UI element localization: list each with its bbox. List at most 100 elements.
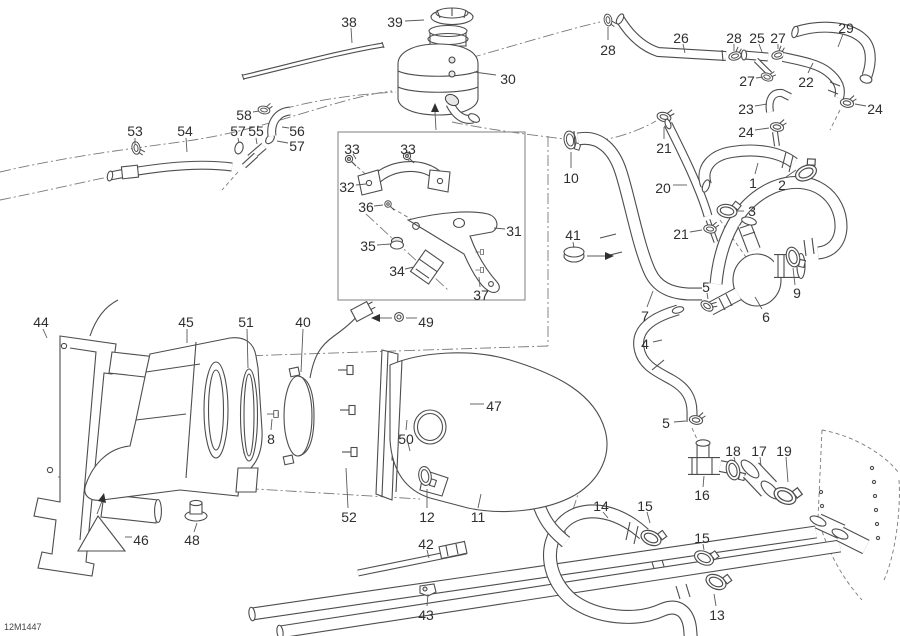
callout-15-44: 15 xyxy=(637,498,653,514)
grommet-35 xyxy=(389,236,405,250)
callout-23-11: 23 xyxy=(738,101,754,117)
detail-inset-box xyxy=(337,131,526,301)
callout-leader-24 xyxy=(754,127,770,131)
callout-24-13: 24 xyxy=(867,101,883,117)
callout-4-26: 4 xyxy=(641,336,649,352)
callout-leader-19 xyxy=(785,456,789,483)
callout-22-9: 22 xyxy=(798,74,814,90)
elbow-56 xyxy=(267,106,291,137)
callout-leader-21 xyxy=(689,229,703,233)
sensor-34 xyxy=(409,249,445,285)
callout-20-16: 20 xyxy=(655,180,671,196)
foam-wedge-46 xyxy=(77,515,127,552)
fan-motor xyxy=(282,300,376,466)
callout-2-18: 2 xyxy=(778,177,786,193)
hose-4 xyxy=(633,304,698,422)
callout-56-55: 56 xyxy=(289,123,305,139)
callout-leader-58 xyxy=(252,110,260,113)
callout-leader-48 xyxy=(193,522,198,533)
fan-wire-connector xyxy=(350,300,376,323)
callout-leader-34 xyxy=(404,266,415,270)
callout-50-35: 50 xyxy=(398,431,414,447)
callout-leader-50 xyxy=(405,419,408,431)
callout-57-56: 57 xyxy=(289,138,305,154)
hose-29 xyxy=(791,21,876,84)
callout-leader-41 xyxy=(572,241,575,249)
callout-34-64: 34 xyxy=(389,263,405,279)
callout-leader-30 xyxy=(473,71,497,76)
callout-24-12: 24 xyxy=(738,124,754,140)
callout-11-38: 11 xyxy=(471,509,486,525)
callout-45-29: 45 xyxy=(178,314,194,330)
callout-leader-54 xyxy=(185,137,188,153)
callout-46-41: 46 xyxy=(133,532,149,548)
callout-leader-23 xyxy=(754,103,768,107)
callout-26-4: 26 xyxy=(673,30,689,46)
callout-51-30: 51 xyxy=(238,314,254,330)
callout-48-42: 48 xyxy=(184,532,200,548)
callout-leader-51 xyxy=(246,328,249,369)
callout-leader-38 xyxy=(350,27,353,44)
strap-bracket-32 xyxy=(357,161,451,196)
callout-25-6: 25 xyxy=(749,30,765,46)
callout-leader-8 xyxy=(270,418,273,431)
callout-leader-57 xyxy=(276,140,289,144)
callout-12-37: 12 xyxy=(419,509,435,525)
callout-49-32: 49 xyxy=(418,314,434,330)
callout-leader-4 xyxy=(652,339,663,343)
callout-44-28: 44 xyxy=(33,314,49,330)
return-loop-hose xyxy=(709,176,848,285)
vent-tube-38 xyxy=(241,41,385,81)
callout-leader-39 xyxy=(404,19,425,22)
callout-leader-52 xyxy=(345,467,349,509)
callout-21-14: 21 xyxy=(656,140,672,156)
callout-leader-25 xyxy=(758,43,763,53)
callout-leader-26 xyxy=(682,43,686,54)
callout-16-46: 16 xyxy=(694,487,710,503)
callout-37-65: 37 xyxy=(473,287,489,303)
assembly-arrow-49 xyxy=(371,314,392,322)
screw-8 xyxy=(266,410,279,418)
callout-leader-5 xyxy=(706,292,709,300)
callout-36-61: 36 xyxy=(358,199,374,215)
callout-1-17: 1 xyxy=(749,175,757,191)
callout-30-2: 30 xyxy=(500,71,516,87)
callout-leader-1 xyxy=(754,162,759,175)
callout-35-63: 35 xyxy=(360,238,376,254)
assembly-arrow-46 xyxy=(96,493,106,515)
gasket-ring xyxy=(239,368,259,462)
callout-47-34: 47 xyxy=(486,398,502,414)
callout-7-22: 7 xyxy=(641,308,649,324)
support-bracket-31 xyxy=(406,211,500,293)
callout-leader-13 xyxy=(713,593,717,607)
callout-leader-29 xyxy=(837,33,844,48)
panel-tube-stub-b xyxy=(831,526,870,555)
callout-leader-27 xyxy=(755,76,764,79)
callout-leader-37 xyxy=(478,276,481,288)
clamp-28a xyxy=(602,12,618,29)
rod-42 xyxy=(357,540,468,577)
fitting-25 xyxy=(740,49,773,77)
callout-13-50: 13 xyxy=(709,607,725,623)
callout-38-0: 38 xyxy=(341,14,357,30)
callout-leader-22 xyxy=(807,62,814,74)
callout-leader-6 xyxy=(754,296,763,310)
callout-leader-40 xyxy=(300,328,304,373)
callout-3-19: 3 xyxy=(748,203,756,219)
callout-leader-42 xyxy=(426,549,430,559)
callout-leader-55 xyxy=(255,137,258,145)
callout-leader-56 xyxy=(281,126,290,129)
hose-26 xyxy=(615,13,727,62)
callout-leader-15 xyxy=(702,543,705,551)
panel-rivet-holes xyxy=(818,465,881,541)
clamp-53 xyxy=(130,139,146,158)
clamp-19 xyxy=(770,478,805,510)
callout-28-3: 28 xyxy=(600,42,616,58)
callout-leader-18 xyxy=(733,456,736,462)
callout-57-53: 57 xyxy=(230,123,246,139)
screw-52b xyxy=(339,404,356,416)
callout-52-36: 52 xyxy=(341,509,357,525)
callout-32-60: 32 xyxy=(339,179,355,195)
